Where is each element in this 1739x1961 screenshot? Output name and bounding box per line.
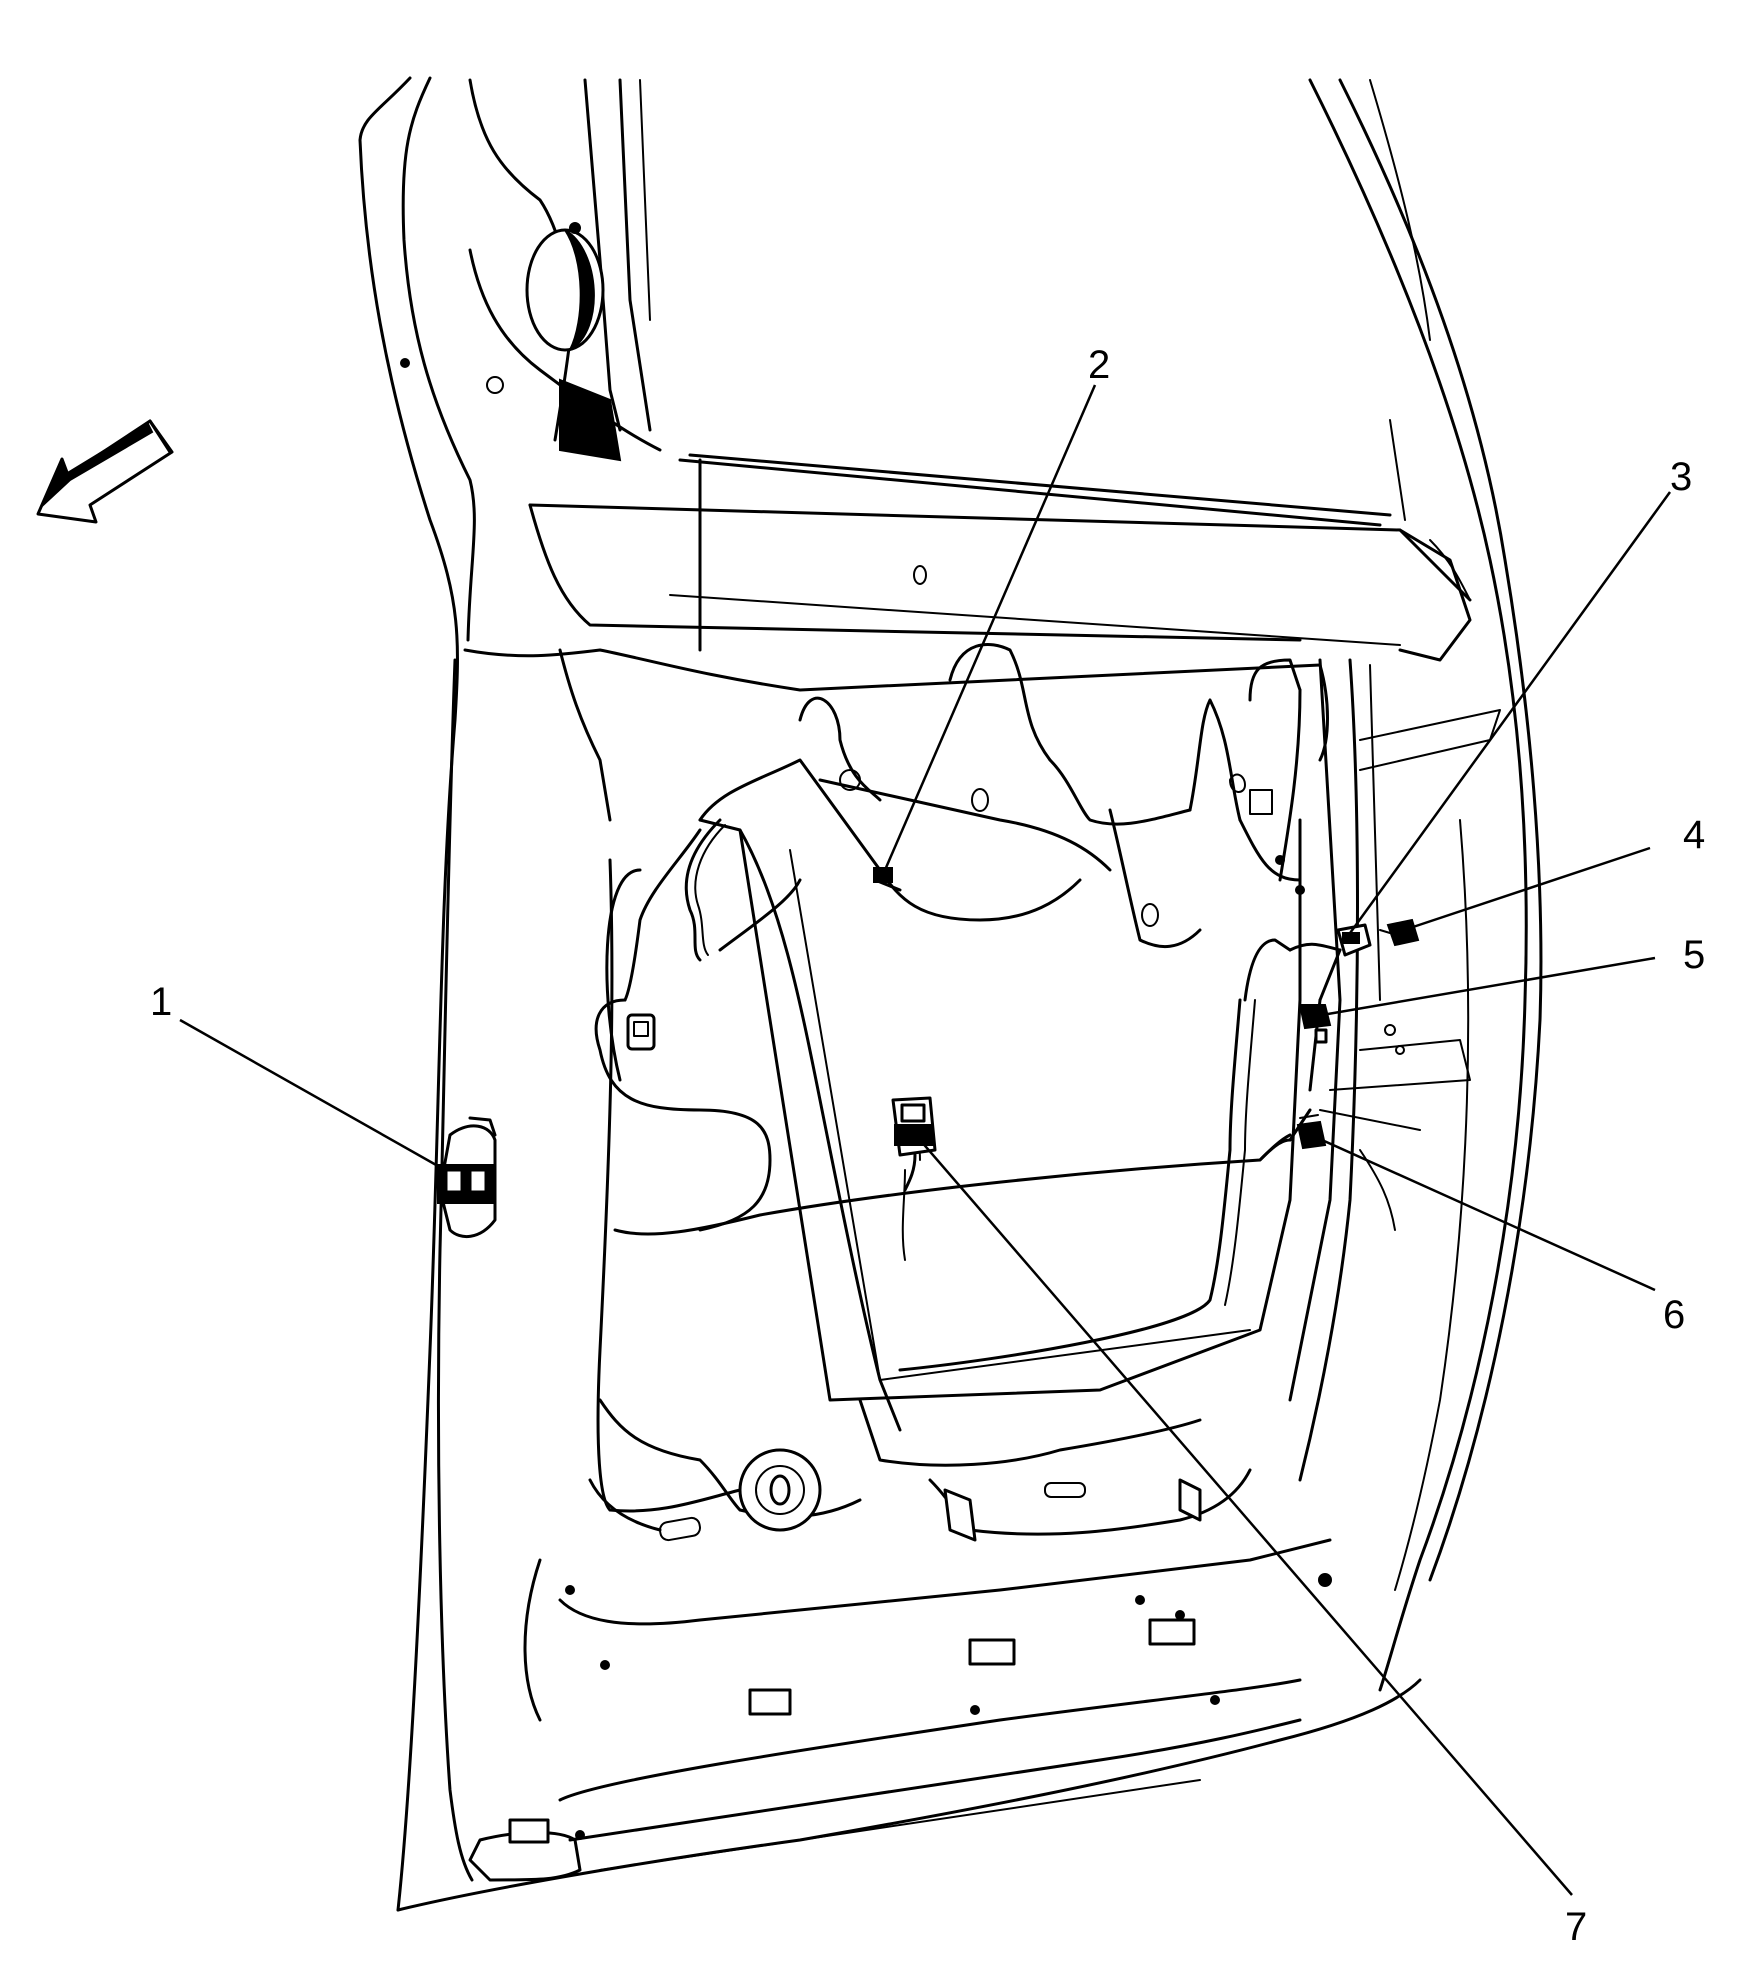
callout-2: 2 [1088, 343, 1110, 387]
wiring-harness [594, 758, 1342, 1372]
connector-2 [873, 867, 902, 892]
connector-5 [1298, 1004, 1332, 1044]
leader-line-3 [1343, 491, 1672, 941]
connector-7 [891, 1096, 937, 1192]
callout-4: 4 [1683, 813, 1705, 857]
lower-panel [468, 1398, 1332, 1882]
leader-line-2 [883, 384, 1097, 871]
door-outer-shell [358, 76, 1543, 1912]
upper-frame [400, 78, 662, 452]
leader-line-7 [919, 1139, 1573, 1896]
connector-4 [1379, 918, 1420, 947]
leader-line-5 [1321, 956, 1656, 1017]
mirror-connector [437, 1116, 497, 1239]
belt-rail [528, 378, 1472, 662]
leader-line-4 [1409, 846, 1651, 930]
forward-direction-arrow-icon [36, 419, 174, 524]
leader-line-1 [179, 1018, 446, 1172]
callout-5: 5 [1683, 933, 1705, 977]
leader-line-6 [1321, 1138, 1656, 1292]
callout-6: 6 [1663, 1293, 1685, 1337]
callout-7: 7 [1565, 1905, 1587, 1949]
callout-labels: 1 2 3 4 5 6 7 [150, 343, 1705, 1949]
leader-lines [179, 384, 1672, 1896]
callout-3: 3 [1670, 455, 1692, 499]
connector-6 [1296, 1114, 1327, 1150]
callout-1: 1 [150, 980, 172, 1024]
